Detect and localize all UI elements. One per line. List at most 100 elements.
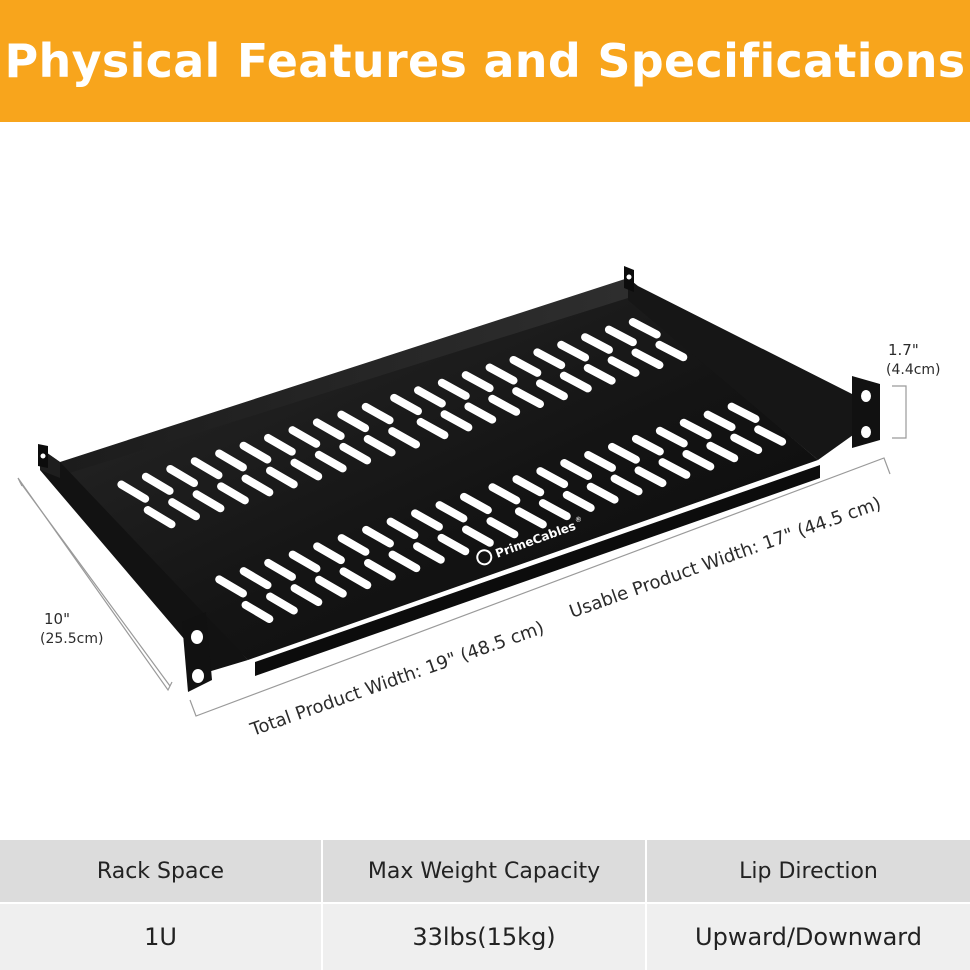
page-title: Physical Features and Specifications xyxy=(4,34,966,88)
vent-slot xyxy=(314,450,347,473)
vent-slot xyxy=(514,507,547,529)
vent-slot xyxy=(411,509,443,531)
vent-slot xyxy=(290,458,323,481)
vent-slot xyxy=(727,402,760,423)
spec-value-rack-space: 1U xyxy=(0,904,323,970)
vent-slot xyxy=(488,394,521,416)
vent-slot xyxy=(486,517,519,539)
vent-slot xyxy=(679,418,712,440)
vent-slot xyxy=(414,386,446,408)
vent-slot xyxy=(217,482,249,505)
vent-slot xyxy=(658,458,691,479)
specifications-table: Rack Space Max Weight Capacity Lip Direc… xyxy=(0,840,970,970)
vent-slot xyxy=(190,457,223,480)
vent-slot xyxy=(461,525,494,547)
spec-value-max-weight: 33lbs(15kg) xyxy=(323,904,647,970)
vent-slot xyxy=(362,525,394,548)
vent-slot xyxy=(143,506,176,529)
vent-slot xyxy=(241,474,274,497)
vent-slot xyxy=(607,356,640,377)
vent-slot xyxy=(533,348,566,370)
vent-slot xyxy=(168,498,200,521)
vent-slot xyxy=(215,575,247,598)
height-dimension-line xyxy=(892,385,907,439)
vent-slot xyxy=(192,490,225,513)
vent-slot xyxy=(706,441,739,463)
spec-value-lip-direction: Upward/Downward xyxy=(647,904,970,970)
dimension-lines xyxy=(17,385,907,717)
vent-slot xyxy=(460,492,492,515)
vent-slot xyxy=(581,333,613,354)
vent-slot xyxy=(536,467,569,489)
vent-slot xyxy=(703,410,736,432)
vent-slot xyxy=(509,355,542,377)
vent-slot xyxy=(288,550,321,573)
vent-slot xyxy=(754,425,787,446)
vent-slot xyxy=(288,426,321,448)
vent-slot xyxy=(339,442,372,465)
vent-slot xyxy=(337,410,370,433)
vent-slot xyxy=(361,402,394,425)
vent-slot xyxy=(337,534,370,556)
vent-slot xyxy=(584,451,616,472)
spec-header-max-weight: Max Weight Capacity xyxy=(323,840,647,904)
vent-slot xyxy=(604,325,637,347)
vent-slot xyxy=(562,490,595,512)
vent-slot xyxy=(730,433,763,454)
vent-slot xyxy=(610,474,643,496)
vent-slot xyxy=(512,475,545,497)
spec-header-lip-direction: Lip Direction xyxy=(647,840,970,904)
vent-slot xyxy=(538,499,571,521)
vent-slot xyxy=(313,542,345,565)
title-banner: Physical Features and Specifications xyxy=(0,0,970,122)
vent-slot xyxy=(312,418,345,440)
vent-slot xyxy=(215,449,247,472)
vent-slot xyxy=(390,393,422,416)
vent-slot xyxy=(265,466,298,489)
vent-slot xyxy=(388,550,421,573)
vent-slot xyxy=(241,600,274,624)
depth-label-cm: (25.5cm) xyxy=(40,631,103,647)
vent-slot xyxy=(586,482,619,504)
vent-slot xyxy=(166,464,199,488)
mounting-ear-right xyxy=(852,376,880,448)
vent-slot xyxy=(363,435,396,457)
total-width-dimension-line xyxy=(189,457,891,717)
back-ear-left xyxy=(38,444,48,468)
vent-slot xyxy=(435,501,468,523)
spec-header-rack-space: Rack Space xyxy=(0,840,323,904)
vent-slot xyxy=(437,533,470,556)
vent-slot xyxy=(631,434,664,456)
brand-logo-mark: ® xyxy=(574,515,583,525)
vent-slot xyxy=(290,584,323,607)
vent-slot xyxy=(141,472,174,495)
vent-slots xyxy=(117,318,787,624)
vent-slot xyxy=(461,371,494,393)
vent-slot xyxy=(239,441,272,464)
vent-slot xyxy=(264,558,296,581)
depth-label-inches: 10" xyxy=(44,610,70,628)
vent-slot xyxy=(388,427,421,449)
mounting-ear-left xyxy=(182,612,212,692)
vent-slot xyxy=(364,559,396,581)
vent-slot xyxy=(485,363,518,385)
vent-slot xyxy=(488,483,521,505)
vent-slot xyxy=(413,542,445,564)
height-label-inches: 1.7" xyxy=(888,341,919,359)
vent-slot xyxy=(536,379,568,401)
vent-slot xyxy=(464,402,497,424)
vent-slot xyxy=(583,363,616,385)
rack-shelf-illustration: PrimeCables ® 1.7" (4.4cm) 10" (25.5cm) … xyxy=(17,266,941,741)
brand-logo-icon xyxy=(476,549,493,566)
vent-slot xyxy=(557,340,590,362)
vent-slot xyxy=(560,459,593,480)
vent-slot xyxy=(437,378,470,400)
vent-slot xyxy=(655,426,688,448)
vent-slot xyxy=(266,592,298,615)
shelf-body xyxy=(40,278,860,676)
vent-slot xyxy=(682,449,715,471)
vent-slot xyxy=(655,340,688,362)
back-ear-right xyxy=(624,266,634,292)
height-label-cm: (4.4cm) xyxy=(886,362,941,378)
vent-slot xyxy=(628,318,661,339)
